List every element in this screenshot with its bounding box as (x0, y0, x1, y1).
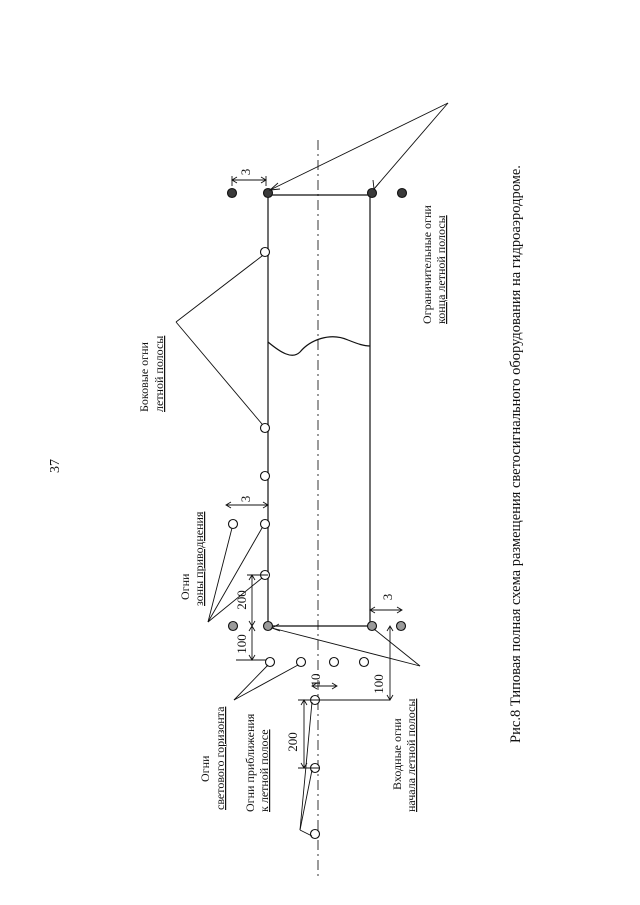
dim-approach-length-value: 200 (285, 732, 300, 752)
runway-strip (267, 194, 371, 627)
label-touchdown-lights: Огни (178, 573, 192, 600)
label-threshold-lights: Входные огни (390, 718, 404, 790)
threshold-light (262, 620, 274, 632)
label-end-lights: Ограничительные огни (420, 205, 434, 324)
touchdown-light (227, 518, 239, 530)
page-number: 37 (48, 459, 63, 473)
label-horizon-lights-2: светового горизонта (213, 706, 227, 810)
side-light (259, 246, 271, 258)
threshold-light (366, 620, 378, 632)
dim-horizon-offset: 100 (234, 625, 272, 661)
threshold-light (395, 620, 407, 632)
dim-horizon-offset-value: 100 (234, 634, 249, 654)
label-horizon-lights: Огни (198, 755, 212, 782)
side-light (259, 422, 271, 434)
dim-touchdown-length: 200 (234, 574, 268, 627)
dim-touchdown-spacing-value: 3 (238, 496, 253, 503)
label-approach-lights-2: к летной полосе (257, 729, 271, 812)
end-lights (226, 187, 408, 199)
approach-lights (309, 694, 321, 840)
label-approach-lights: Огни приближения (243, 713, 257, 812)
label-threshold-lights-2: начала летной полосы (404, 699, 418, 812)
dim-end-spacing-value: 3 (238, 169, 253, 176)
threshold-light (227, 620, 239, 632)
horizon-light (328, 656, 340, 668)
side-lights (259, 246, 271, 482)
label-side-lights: Боковые огни (137, 341, 151, 412)
threshold-lights (227, 620, 407, 632)
horizon-light (264, 656, 276, 668)
dim-end-spacing: 3 (231, 169, 267, 186)
horizon-light (295, 656, 307, 668)
dim-approach-step: 10 (308, 674, 338, 690)
end-light (226, 187, 238, 199)
dim-approach-length: 200 (285, 699, 320, 769)
figure-caption: Рис.8 Типовая полная схема размещения св… (508, 165, 524, 743)
end-light (262, 187, 274, 199)
approach-light (309, 828, 321, 840)
label-end-lights-2: конца летной полосы (434, 215, 448, 324)
touchdown-light (259, 518, 271, 530)
label-side-lights-2: летной полосы (152, 336, 166, 412)
dim-approach-step-value: 10 (308, 674, 323, 687)
dim-threshold-offset-value: 100 (371, 674, 386, 694)
end-light (366, 187, 378, 199)
dim-threshold-offset: 100 (318, 625, 394, 701)
label-touchdown-lights-2: зоны приводнения (192, 511, 206, 606)
horizon-lights (264, 656, 370, 668)
dim-threshold-spacing: 3 (369, 594, 403, 614)
side-light (259, 470, 271, 482)
dim-touchdown-length-value: 200 (234, 590, 249, 610)
end-light (396, 187, 408, 199)
touchdown-lights (227, 518, 271, 581)
dim-touchdown-spacing: 3 (225, 496, 269, 509)
dim-threshold-spacing-value: 3 (380, 594, 395, 601)
horizon-light (358, 656, 370, 668)
leader-lines (175, 102, 449, 837)
